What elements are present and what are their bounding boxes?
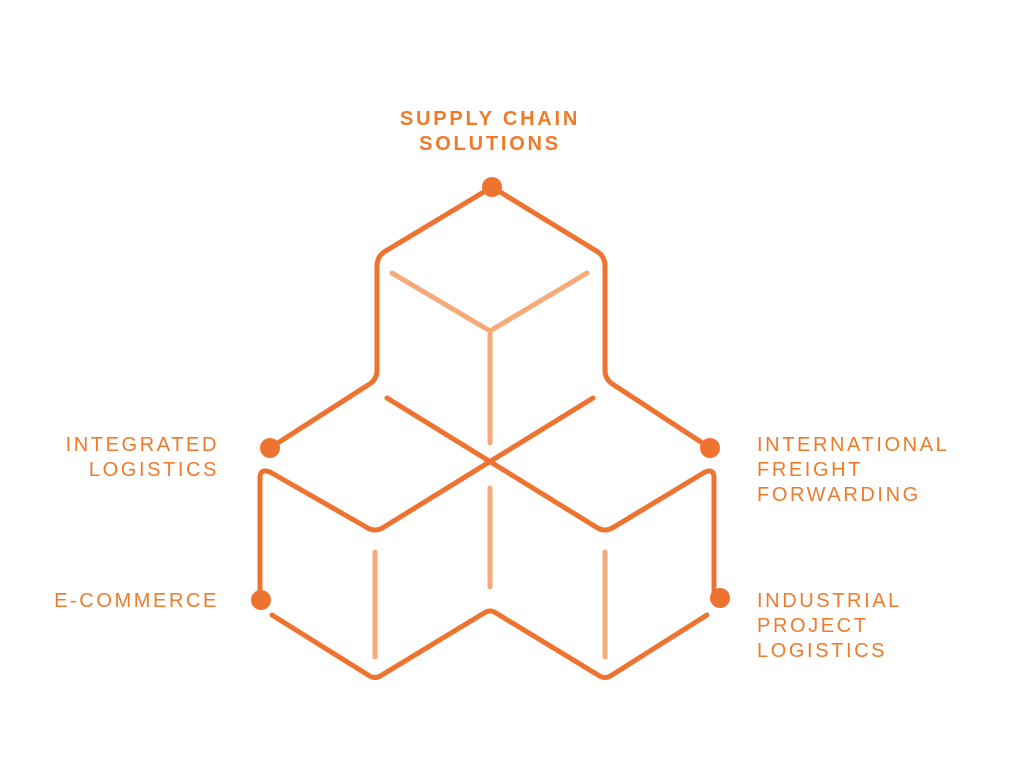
label-line: PROJECT [757,615,869,637]
label-line: LOGISTICS [88,459,219,481]
node-dot-integrated [260,438,280,458]
label-line: FREIGHT [757,459,863,481]
label-line: INTERNATIONAL [757,434,950,456]
label-line: FORWARDING [757,484,921,506]
node-dot-top [482,177,502,197]
label-industrial-project-logistics: INDUSTRIAL PROJECT LOGISTICS [757,589,902,664]
label-line: INTEGRATED [65,434,219,456]
node-dot-freight [700,438,720,458]
label-supply-chain-solutions: SUPPLY CHAIN SOLUTIONS [340,107,640,157]
node-dot-industrial [710,588,730,608]
left-cube-top [257,395,596,603]
label-line: E-COMMERCE [54,590,219,612]
top-cube-outline [267,184,495,451]
top-cube-outline-right [489,184,713,451]
label-line: SOLUTIONS [419,133,561,155]
node-dot-ecommerce [251,590,271,610]
label-line: INDUSTRIAL [757,590,902,612]
label-international-freight-forwarding: INTERNATIONAL FREIGHT FORWARDING [757,433,949,508]
label-integrated-logistics: INTEGRATED LOGISTICS [66,433,219,483]
right-cube-top [384,395,717,599]
bottom-outline [269,608,710,680]
top-cube-inner-edges [389,270,590,446]
label-line: LOGISTICS [757,640,888,662]
label-line: SUPPLY CHAIN [399,108,581,130]
label-e-commerce: E-COMMERCE [54,589,219,614]
